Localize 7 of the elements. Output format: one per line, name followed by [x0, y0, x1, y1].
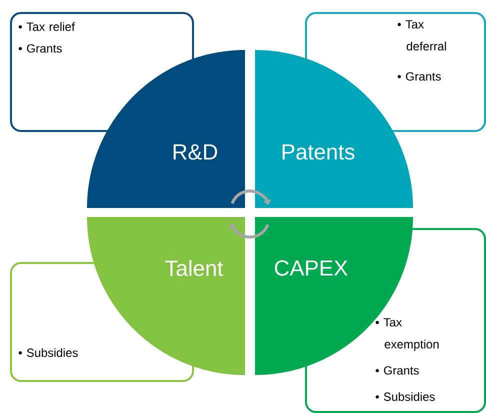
quadrant: Talent [87, 217, 245, 375]
bullet-item: • Grants [18, 44, 62, 53]
bullet-item: • Tax deferral [398, 20, 446, 50]
bullet-item: • Subsidies [376, 392, 435, 401]
quadrant: R&D [87, 50, 245, 208]
bullet-item: • Tax relief [18, 22, 75, 31]
bullet-item: • Subsidies [18, 348, 78, 357]
